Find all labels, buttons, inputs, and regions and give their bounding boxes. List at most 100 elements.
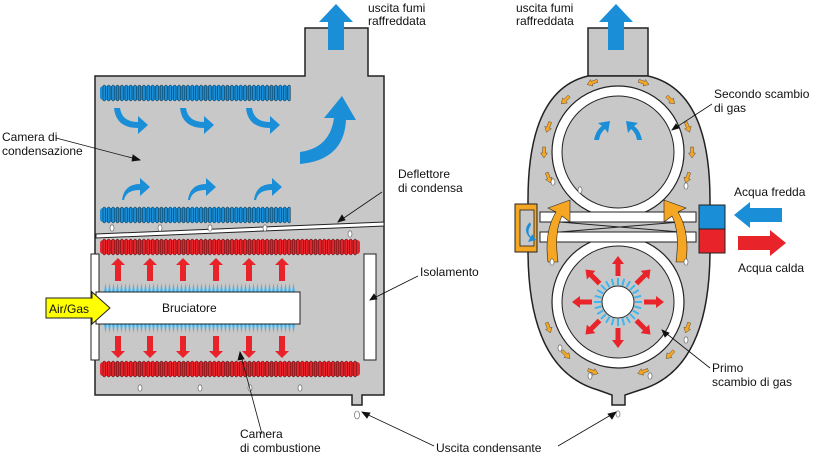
tube-fin <box>212 360 216 378</box>
tube-fin <box>265 84 269 102</box>
flame <box>268 283 271 292</box>
tube-fin <box>278 206 282 224</box>
tube-fin <box>305 238 309 256</box>
upper-red-tube-row <box>100 238 360 256</box>
flame <box>264 324 267 333</box>
tube-fin <box>142 84 146 102</box>
tube-fin <box>199 206 203 224</box>
deflector-label-line1: Deflettore <box>398 167 450 181</box>
flame <box>625 280 631 288</box>
flow-arrow <box>594 121 610 140</box>
heat-arrows-up <box>111 258 289 281</box>
tube-fin <box>239 238 243 256</box>
burner-flames-bottom <box>104 324 295 333</box>
heat-arrow <box>111 336 125 358</box>
tube-fin <box>340 238 344 256</box>
tube-fin <box>111 206 115 224</box>
radial-arrow <box>612 328 624 348</box>
tube-fin <box>265 360 269 378</box>
tube-fin <box>190 238 194 256</box>
flame <box>232 324 235 333</box>
tube-fin <box>300 238 304 256</box>
flame <box>292 324 295 333</box>
flame <box>212 324 215 333</box>
deflector-label-line2: di condensa <box>398 181 463 195</box>
flow-arrow <box>180 108 214 134</box>
condensing-flow-arrows <box>114 96 356 200</box>
tube-fin <box>309 238 313 256</box>
tube-fin <box>270 206 274 224</box>
tube-fin <box>212 206 216 224</box>
flame <box>144 283 147 292</box>
tube-fin <box>107 206 111 224</box>
droplet <box>297 384 303 392</box>
tube-fin <box>164 206 168 224</box>
heat-arrow <box>111 258 125 281</box>
tube-fin <box>181 84 185 102</box>
tube-fin <box>217 360 221 378</box>
flame <box>200 283 203 292</box>
tube-fin <box>146 84 150 102</box>
tube-fin <box>349 238 353 256</box>
air-gas-inlet-arrow <box>45 290 111 326</box>
orange-arrow <box>683 321 691 334</box>
tube-fin <box>151 360 155 378</box>
tube-fin <box>195 84 199 102</box>
flame <box>136 283 139 292</box>
tube-fin <box>151 206 155 224</box>
tube-fin <box>265 238 269 256</box>
tube-fin <box>159 238 163 256</box>
tube-fin <box>168 84 172 102</box>
tube-fin <box>177 360 181 378</box>
tube-fin <box>133 238 137 256</box>
flame <box>272 324 275 333</box>
flame <box>132 283 135 292</box>
heat-arrow <box>275 258 289 281</box>
cold-water-arrow <box>734 202 782 228</box>
flame <box>136 324 139 333</box>
tube-fin <box>230 360 234 378</box>
tube-fin <box>173 84 177 102</box>
leader-arrowhead <box>237 350 245 361</box>
radial-arrow <box>644 296 664 308</box>
condensate-outlet-label: Uscita condensante <box>436 441 542 455</box>
tube-fin <box>225 206 229 224</box>
tube-fin <box>159 84 163 102</box>
flame <box>196 324 199 333</box>
heat-arrow <box>143 258 157 281</box>
tube-fin <box>344 360 348 378</box>
tube-fin <box>292 360 296 378</box>
tube-fin <box>177 206 181 224</box>
tube-fin <box>168 360 172 378</box>
tube-fin <box>287 360 291 378</box>
flame <box>152 324 155 333</box>
heat-arrows-down <box>111 336 289 358</box>
orange-arrow <box>560 349 571 359</box>
orange-arrow <box>561 94 571 105</box>
blue-loop-arrow <box>526 222 536 242</box>
tube-fin <box>195 360 199 378</box>
tube-fin <box>230 238 234 256</box>
tube-fin <box>173 360 177 378</box>
tube-fin <box>195 238 199 256</box>
tube-fin <box>256 84 260 102</box>
orange-arrow <box>684 121 692 133</box>
tube-fin <box>234 238 238 256</box>
droplet <box>557 344 563 352</box>
second-exchange-label-line1: Secondo scambio <box>714 87 810 101</box>
radial-arrow <box>634 269 651 286</box>
tube-fin <box>133 84 137 102</box>
burner-flames-top <box>104 283 295 292</box>
tube-fin <box>270 84 274 102</box>
flame <box>204 283 207 292</box>
flame <box>120 283 123 292</box>
tube-fin <box>111 360 115 378</box>
flame <box>268 324 271 333</box>
flame <box>252 283 255 292</box>
flue-exit-label-left-line1: uscita fumi <box>368 1 425 15</box>
flame <box>204 324 207 333</box>
flame <box>168 324 171 333</box>
tube-fin <box>234 206 238 224</box>
tube-fin <box>120 84 124 102</box>
hot-water-label: Acqua calda <box>738 261 804 275</box>
